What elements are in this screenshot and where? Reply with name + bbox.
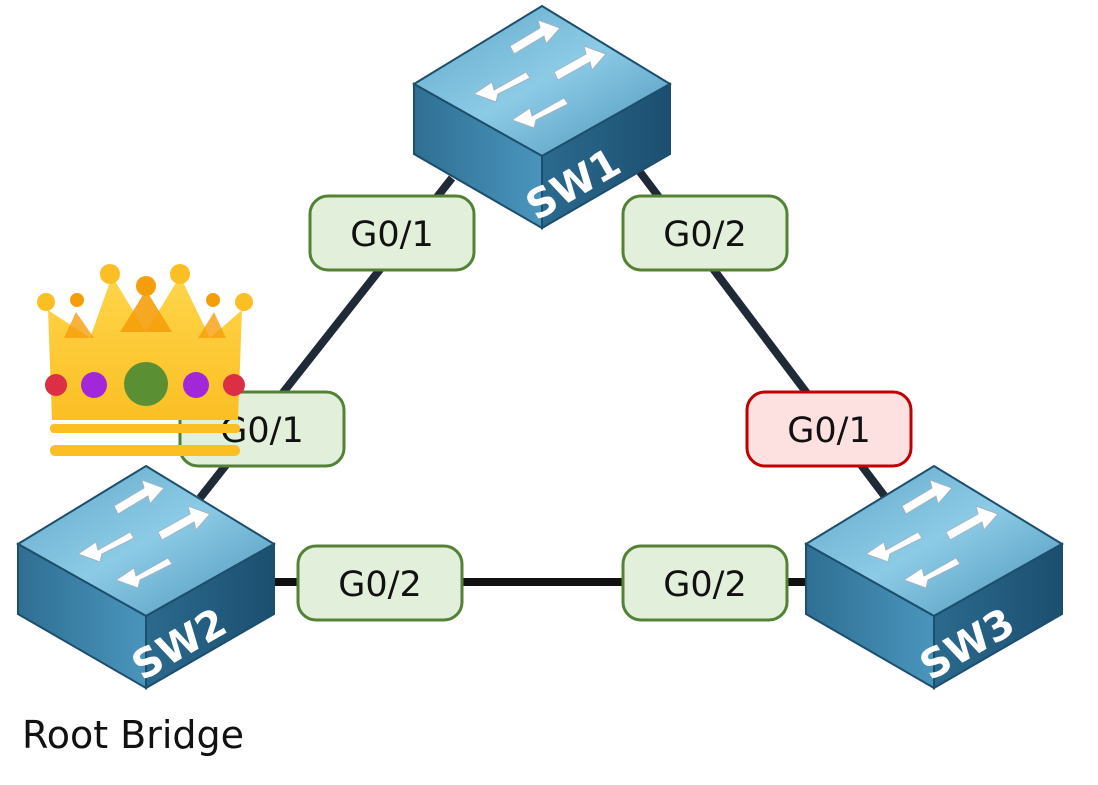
switch-sw3[interactable]: SW3 — [805, 465, 1063, 690]
switch-sw2[interactable]: SW2 — [17, 465, 275, 690]
port-text: G0/1 — [350, 215, 433, 255]
crown-icon — [37, 264, 253, 456]
port-text: G0/2 — [663, 565, 746, 605]
port-label-sw3-g0-2: G0/2 — [621, 544, 789, 622]
port-text: G0/2 — [663, 215, 746, 255]
port-text: G0/1 — [787, 411, 870, 451]
port-label-sw1-g0-1: G0/1 — [308, 194, 476, 272]
port-label-sw1-g0-2: G0/2 — [621, 194, 789, 272]
port-text: G0/2 — [338, 565, 421, 605]
port-label-sw2-g0-2: G0/2 — [296, 544, 464, 622]
port-label-sw3-g0-1-blocking: G0/1 — [745, 390, 913, 468]
root-bridge-caption: Root Bridge — [22, 713, 244, 757]
